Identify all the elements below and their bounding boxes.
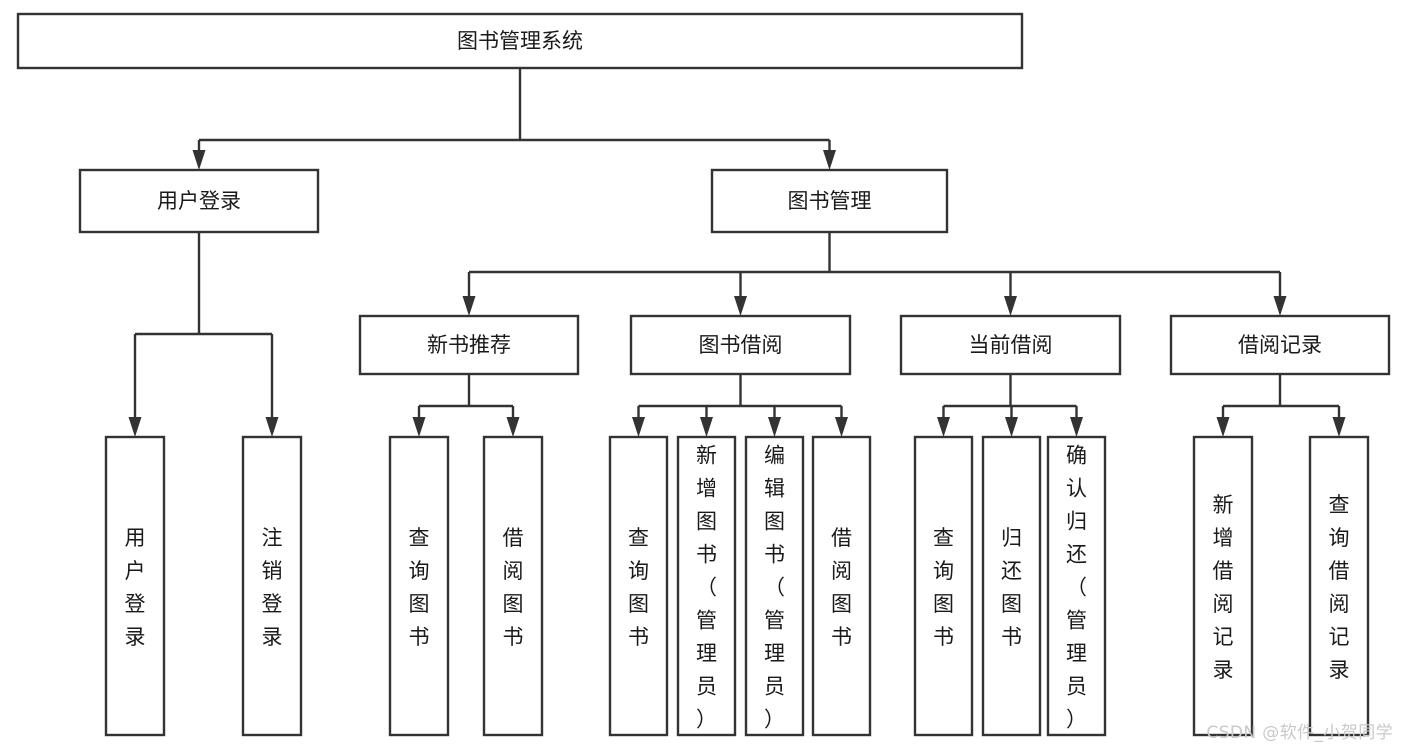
arrow-head-icon <box>1005 417 1018 437</box>
node-box-leaf-user-login[interactable] <box>104 435 166 737</box>
node-label-leaf-query-book-3: 查询图书 <box>933 526 954 649</box>
connector-branch-borrow-record <box>1216 374 1346 437</box>
node-label-leaf-user-login: 用户登录 <box>125 526 146 649</box>
node-box-book-manage[interactable] <box>710 168 949 234</box>
connector-branch-book-manage <box>462 232 1287 316</box>
node-label-leaf-query-book-1: 查询图书 <box>409 526 430 649</box>
node-box-leaf-edit-book[interactable] <box>744 435 805 737</box>
arrow-head-icon <box>506 417 520 437</box>
node-leaf-borrow-book-1[interactable]: 借阅图书 <box>482 435 544 737</box>
node-leaf-add-book[interactable]: 新增图书（管理员） <box>676 435 737 737</box>
node-book-borrow[interactable]: 图书借阅 <box>629 314 852 376</box>
arrow-head-icon <box>1216 417 1230 437</box>
arrow-head-icon <box>128 417 142 437</box>
node-label-leaf-query-book-2: 查询图书 <box>628 526 649 649</box>
node-label-leaf-add-book: 新增图书（管理员） <box>696 444 717 732</box>
node-box-leaf-query-book-3[interactable] <box>913 435 974 737</box>
arrow-head-icon <box>835 417 848 437</box>
node-label-leaf-user-logout: 注销登录 <box>262 526 283 649</box>
arrow-head-icon <box>823 150 836 170</box>
node-user-login[interactable]: 用户登录 <box>78 168 320 234</box>
node-label-leaf-confirm-return: 确认归还（管理员） <box>1066 444 1087 732</box>
node-label-leaf-query-record: 查询借阅记录 <box>1329 493 1350 682</box>
connector-branch-user-login <box>128 232 279 437</box>
node-book-manage[interactable]: 图书管理 <box>710 168 949 234</box>
arrow-head-icon <box>734 296 747 316</box>
node-box-user-login[interactable] <box>78 168 320 234</box>
node-leaf-borrow-book-2[interactable]: 借阅图书 <box>811 435 872 737</box>
node-box-leaf-query-book-1[interactable] <box>388 435 450 737</box>
node-label-book-manage: 图书管理 <box>788 189 872 213</box>
node-box-leaf-borrow-book-2[interactable] <box>811 435 872 737</box>
arrow-head-icon <box>1004 296 1017 316</box>
connector-branch-root <box>192 68 836 170</box>
node-leaf-add-record[interactable]: 新增借阅记录 <box>1192 435 1254 737</box>
connector-layer <box>128 68 1346 437</box>
node-label-leaf-edit-book: 编辑图书（管理员） <box>764 444 785 732</box>
node-leaf-query-book-3[interactable]: 查询图书 <box>913 435 974 737</box>
arrow-head-icon <box>937 417 950 437</box>
node-box-root[interactable] <box>16 12 1024 70</box>
node-root[interactable]: 图书管理系统 <box>16 12 1024 70</box>
connector-branch-new-book <box>412 374 520 437</box>
node-box-leaf-borrow-book-1[interactable] <box>482 435 544 737</box>
node-box-leaf-add-book[interactable] <box>676 435 737 737</box>
node-leaf-query-book-2[interactable]: 查询图书 <box>608 435 669 737</box>
connector-branch-current-borrow <box>937 374 1083 437</box>
arrow-head-icon <box>1070 417 1083 437</box>
arrow-head-icon <box>768 417 781 437</box>
node-label-leaf-borrow-book-1: 借阅图书 <box>503 526 524 649</box>
node-borrow-record[interactable]: 借阅记录 <box>1169 314 1391 376</box>
node-box-leaf-query-record[interactable] <box>1308 435 1370 737</box>
node-label-leaf-add-record: 新增借阅记录 <box>1213 493 1234 682</box>
node-box-current-borrow[interactable] <box>899 314 1122 376</box>
node-leaf-confirm-return[interactable]: 确认归还（管理员） <box>1046 435 1107 737</box>
node-label-borrow-record: 借阅记录 <box>1238 333 1322 357</box>
node-layer: 图书管理系统用户登录图书管理新书推荐图书借阅当前借阅借阅记录用户登录注销登录查询… <box>16 12 1391 737</box>
connector-branch-book-borrow <box>632 374 848 437</box>
node-box-leaf-query-book-2[interactable] <box>608 435 669 737</box>
node-box-new-book-recommend[interactable] <box>358 314 580 376</box>
node-leaf-return-book[interactable]: 归还图书 <box>981 435 1042 737</box>
arrow-head-icon <box>700 417 713 437</box>
node-label-new-book-recommend: 新书推荐 <box>427 333 511 357</box>
node-label-book-borrow: 图书借阅 <box>699 333 783 357</box>
arrow-head-icon <box>192 150 206 170</box>
arrow-head-icon <box>1273 296 1287 316</box>
node-box-borrow-record[interactable] <box>1169 314 1391 376</box>
node-box-leaf-user-logout[interactable] <box>241 435 303 737</box>
node-label-leaf-return-book: 归还图书 <box>1001 526 1022 649</box>
node-label-current-borrow: 当前借阅 <box>969 333 1053 357</box>
node-leaf-edit-book[interactable]: 编辑图书（管理员） <box>744 435 805 737</box>
node-new-book-recommend[interactable]: 新书推荐 <box>358 314 580 376</box>
arrow-head-icon <box>265 417 279 437</box>
node-current-borrow[interactable]: 当前借阅 <box>899 314 1122 376</box>
arrow-head-icon <box>1332 417 1346 437</box>
node-label-user-login: 用户登录 <box>157 189 241 213</box>
node-leaf-query-book-1[interactable]: 查询图书 <box>388 435 450 737</box>
node-leaf-user-login[interactable]: 用户登录 <box>104 435 166 737</box>
node-box-leaf-return-book[interactable] <box>981 435 1042 737</box>
node-box-book-borrow[interactable] <box>629 314 852 376</box>
arrow-head-icon <box>632 417 645 437</box>
node-box-leaf-confirm-return[interactable] <box>1046 435 1107 737</box>
node-leaf-user-logout[interactable]: 注销登录 <box>241 435 303 737</box>
arrow-head-icon <box>412 417 426 437</box>
node-leaf-query-record[interactable]: 查询借阅记录 <box>1308 435 1370 737</box>
arrow-head-icon <box>462 296 476 316</box>
node-label-leaf-borrow-book-2: 借阅图书 <box>831 526 852 649</box>
node-label-root: 图书管理系统 <box>457 29 583 53</box>
node-box-leaf-add-record[interactable] <box>1192 435 1254 737</box>
